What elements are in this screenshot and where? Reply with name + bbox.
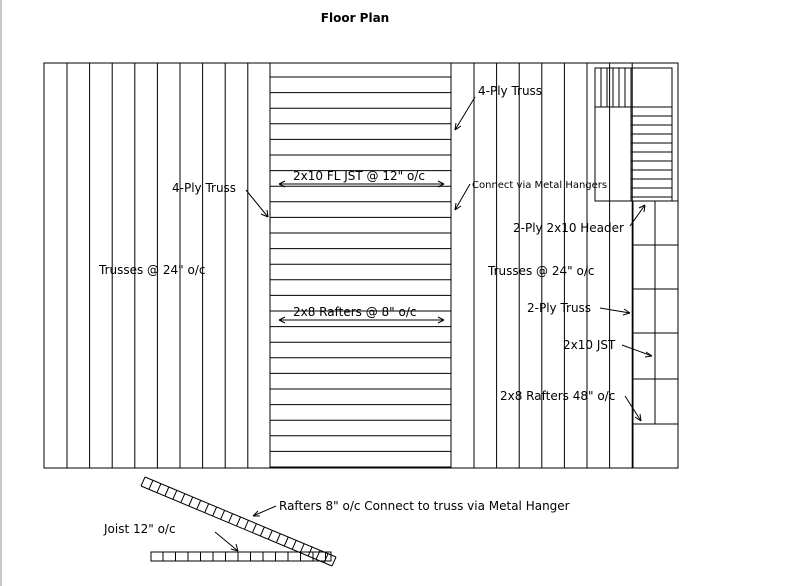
arrow-four-ply-truss-top xyxy=(454,96,476,131)
label-joist-12: Joist 12" o/c xyxy=(103,522,176,536)
label-four-ply-truss-left: 4-Ply Truss xyxy=(172,181,236,195)
rafter-tick xyxy=(180,493,186,503)
floor-joist-lines xyxy=(270,76,451,468)
rafter-tick xyxy=(172,490,178,500)
rafter-tick xyxy=(228,513,233,523)
rafter-tick xyxy=(283,536,289,547)
arrow-rafters-connect xyxy=(252,505,277,517)
arrow-four-ply-truss-left xyxy=(245,189,269,218)
label-metal-hangers: Connect via Metal Hangers xyxy=(472,180,607,191)
rafter-tick xyxy=(291,540,297,550)
left-truss-lines xyxy=(66,63,249,468)
rafter-tick xyxy=(275,533,281,543)
label-header: 2-Ply 2x10 Header xyxy=(513,221,624,235)
joist-detail xyxy=(150,551,332,562)
arrow-header xyxy=(629,204,646,227)
rafter-tick xyxy=(236,516,241,527)
rafter-tick xyxy=(164,486,170,497)
floor-plan-outline xyxy=(43,62,679,469)
rafter-tick xyxy=(196,500,202,510)
label-two-ply-truss: 2-Ply Truss xyxy=(527,301,591,315)
label-2x10-joist: 2x10 JST xyxy=(563,338,616,352)
label-rafters-48: 2x8 Rafters 48" o/c xyxy=(500,389,615,403)
arrow-two-ply-truss xyxy=(599,307,631,314)
label-rafters-connect: Rafters 8" o/c Connect to truss via Meta… xyxy=(279,499,570,513)
diagram-title: Floor Plan xyxy=(321,11,389,25)
rafter-tick xyxy=(204,503,210,513)
label-floor-joist: 2x10 FL JST @ 12" o/c xyxy=(293,169,425,183)
label-four-ply-truss-top: 4-Ply Truss xyxy=(478,84,542,98)
rafter-tick xyxy=(188,496,194,507)
rafter-tick xyxy=(259,526,265,537)
arrow-2x10-joist xyxy=(621,344,653,357)
arrow-rafters-48 xyxy=(624,395,642,422)
label-rafters-8: 2x8 Rafters @ 8" o/c xyxy=(293,305,416,319)
right-truss-lines xyxy=(473,63,633,468)
rafter-tick xyxy=(251,523,257,533)
rafter-tick xyxy=(156,483,162,493)
label-trusses-right: Trusses @ 24" o/c xyxy=(487,264,594,278)
page-edge xyxy=(0,0,2,586)
rafter-tick xyxy=(148,480,154,490)
rafter-tick xyxy=(244,520,249,530)
arrow-metal-hangers xyxy=(454,183,471,211)
rafter-tick xyxy=(299,543,305,553)
label-trusses-left: Trusses @ 24" o/c xyxy=(98,263,205,277)
right-grid xyxy=(632,200,678,468)
rafter-tick xyxy=(220,510,226,520)
arrow-joist-12 xyxy=(214,531,239,552)
rafter-tick xyxy=(212,506,218,517)
rafter-tick xyxy=(267,530,273,540)
